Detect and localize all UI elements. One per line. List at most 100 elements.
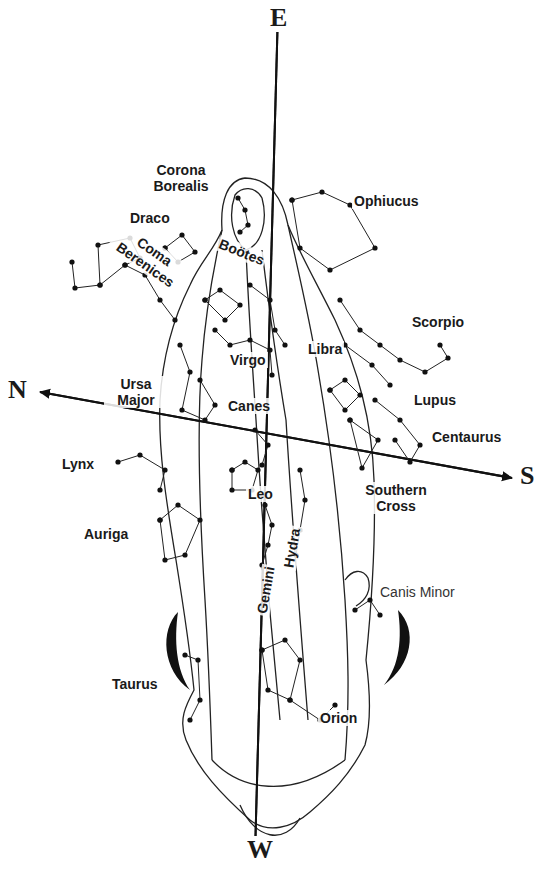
star-dot bbox=[157, 297, 162, 302]
star-dot bbox=[282, 342, 287, 347]
moon-crescent bbox=[166, 612, 190, 690]
star-dot bbox=[242, 459, 247, 464]
star-dot bbox=[222, 317, 227, 322]
constellation-name: Canes bbox=[226, 398, 272, 414]
star-dot bbox=[337, 297, 342, 302]
star-dot bbox=[332, 702, 337, 707]
constellation-line bbox=[180, 345, 215, 420]
star-dot bbox=[327, 267, 332, 272]
constellation-line bbox=[330, 380, 360, 410]
star-dot bbox=[342, 377, 347, 382]
constellation-line bbox=[255, 430, 268, 465]
star-dot bbox=[302, 497, 307, 502]
star-dot bbox=[157, 487, 162, 492]
constellation-name: Boötes bbox=[215, 235, 269, 269]
star-dot bbox=[217, 287, 222, 292]
constellation-line bbox=[185, 655, 200, 720]
constellation-lines bbox=[69, 189, 450, 722]
star-dot bbox=[377, 612, 382, 617]
star-dot bbox=[342, 407, 347, 412]
star-dot bbox=[242, 207, 247, 212]
constellation-line bbox=[340, 300, 448, 372]
star-dot bbox=[122, 262, 127, 267]
star-dot bbox=[265, 442, 270, 447]
star-dot bbox=[272, 327, 277, 332]
star-dot bbox=[97, 282, 102, 287]
star-dot bbox=[162, 467, 167, 472]
constellation-line bbox=[262, 505, 272, 565]
star-dot bbox=[392, 437, 397, 442]
constellation-name: Centaurus bbox=[430, 429, 503, 445]
star-dot bbox=[269, 372, 274, 377]
constellation-name: Lynx bbox=[60, 456, 96, 472]
constellation-line bbox=[160, 505, 200, 560]
star-dot bbox=[177, 342, 182, 347]
constellation-name: Leo bbox=[246, 486, 275, 502]
star-dot bbox=[377, 342, 382, 347]
star-dot bbox=[182, 652, 187, 657]
constellation-name: Auriga bbox=[82, 526, 130, 542]
star-dot bbox=[235, 195, 240, 200]
constellation-name: Taurus bbox=[110, 676, 160, 692]
constellation-line bbox=[250, 285, 285, 345]
constellation-name: Libra bbox=[306, 341, 344, 357]
star-dot bbox=[197, 697, 202, 702]
star-dot bbox=[182, 552, 187, 557]
star-dot bbox=[265, 687, 270, 692]
moon-crescent bbox=[384, 610, 410, 685]
star-dot bbox=[269, 522, 274, 527]
star-dot bbox=[297, 467, 302, 472]
star-dot bbox=[255, 467, 260, 472]
star-dot bbox=[97, 282, 102, 287]
constellation-name: Canis Minor bbox=[378, 584, 457, 600]
star-dot bbox=[359, 465, 364, 470]
star-dot bbox=[387, 382, 392, 387]
star-dot bbox=[369, 362, 374, 367]
constellation-line bbox=[345, 345, 390, 385]
star-dot bbox=[259, 647, 264, 652]
star-dot bbox=[175, 502, 180, 507]
star-dot bbox=[237, 302, 242, 307]
star-dot bbox=[247, 337, 252, 342]
star-dot bbox=[352, 607, 357, 612]
star-dot bbox=[347, 417, 352, 422]
star-dot bbox=[229, 467, 234, 472]
constellation-line bbox=[215, 330, 272, 375]
star-dot bbox=[212, 327, 217, 332]
star-dot bbox=[259, 462, 264, 467]
star-dot bbox=[237, 229, 242, 234]
constellation-name: Corona Borealis bbox=[140, 162, 222, 194]
star-dot bbox=[407, 459, 412, 464]
constellation-line bbox=[350, 420, 378, 468]
constellation-line bbox=[262, 640, 300, 700]
star-dot bbox=[375, 437, 380, 442]
star-dot bbox=[422, 369, 427, 374]
star-dot bbox=[187, 717, 192, 722]
constellation-name: Southern Cross bbox=[356, 482, 436, 514]
constellation-line bbox=[355, 600, 380, 615]
star-dot bbox=[287, 697, 292, 702]
compass-letter: W bbox=[245, 836, 275, 864]
star-dot bbox=[287, 697, 292, 702]
star-dot bbox=[289, 197, 294, 202]
star-dot bbox=[357, 327, 362, 332]
constellation-name: Ursa Major bbox=[104, 376, 168, 408]
star-dot bbox=[179, 232, 184, 237]
constellation-line bbox=[118, 455, 165, 490]
star-dot bbox=[445, 355, 450, 360]
star-dot bbox=[162, 557, 167, 562]
star-dot bbox=[95, 242, 100, 247]
compass-letter: E bbox=[268, 4, 289, 32]
star-dot bbox=[262, 502, 267, 507]
constellation-name: Virgo bbox=[228, 352, 268, 368]
compass-letter: N bbox=[6, 376, 29, 404]
star-dot bbox=[265, 542, 270, 547]
star-dot bbox=[372, 245, 377, 250]
star-dot bbox=[267, 297, 272, 302]
star-dot bbox=[367, 597, 372, 602]
constellation-line bbox=[375, 400, 420, 462]
star-dot bbox=[297, 245, 302, 250]
star-dot bbox=[267, 347, 272, 352]
star-dot bbox=[115, 459, 120, 464]
star-dot bbox=[245, 222, 250, 227]
